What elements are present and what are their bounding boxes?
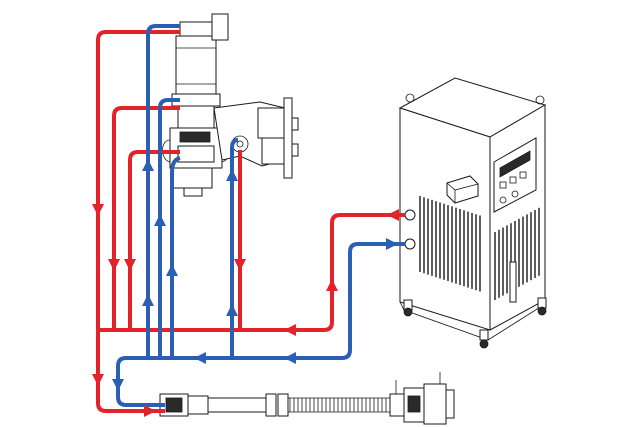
cable-sleeve	[207, 397, 267, 413]
supply-line-outer	[96, 30, 180, 413]
side-vent-grille	[494, 207, 540, 300]
flow-arrow	[166, 264, 178, 276]
level-gauge	[446, 175, 479, 204]
inlet-port	[404, 238, 416, 250]
supply-line-inner	[128, 150, 180, 330]
flow-arrow	[92, 204, 104, 216]
gun-arm	[213, 97, 299, 179]
cable-clamp	[265, 393, 289, 417]
flow-arrow	[124, 259, 136, 271]
flow-arrow	[386, 238, 398, 250]
flow-arrow	[142, 294, 154, 306]
supply-line-mid	[112, 106, 180, 330]
return-line-inner	[170, 156, 181, 358]
flow-arrow	[234, 259, 246, 271]
return-water-lines	[116, 24, 405, 407]
caster-wheels	[403, 297, 547, 349]
corrugated-hose	[288, 397, 390, 413]
supply-line-main	[100, 213, 405, 332]
flow-arrow	[284, 324, 296, 336]
left-connector	[140, 393, 209, 417]
flow-arrow	[326, 279, 338, 291]
flow-arrow	[154, 214, 166, 226]
cable-hose-assembly	[140, 372, 455, 425]
return-line-outer	[146, 24, 180, 358]
flow-arrows	[92, 159, 399, 417]
water-chiller-unit	[398, 77, 547, 349]
control-panel	[493, 137, 537, 213]
right-connector	[389, 372, 455, 425]
supply-water-lines	[96, 30, 405, 413]
return-line-arm	[230, 138, 239, 358]
return-line-mid	[158, 98, 180, 358]
flow-arrow	[142, 159, 154, 171]
flow-arrow	[226, 169, 238, 181]
flow-arrow	[144, 405, 156, 417]
servo-motor	[171, 13, 229, 107]
flow-arrow	[284, 352, 296, 364]
flow-arrow	[112, 379, 124, 391]
flow-arrow	[108, 259, 120, 271]
flow-arrow	[194, 352, 206, 364]
gun-body	[162, 105, 230, 197]
flow-arrow	[387, 209, 399, 221]
outlet-port	[404, 209, 416, 221]
level-tube	[509, 261, 517, 303]
flow-arrow	[92, 374, 104, 386]
flow-arrow	[226, 304, 238, 316]
front-vent-grille	[419, 196, 481, 292]
